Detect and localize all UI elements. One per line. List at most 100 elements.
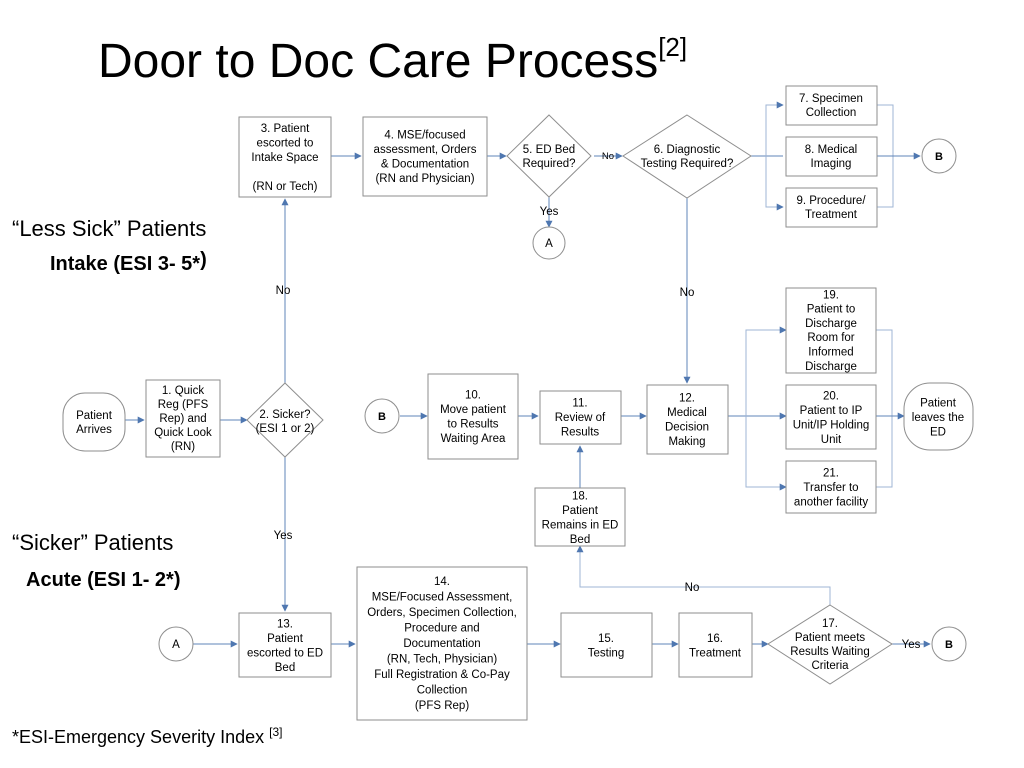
label-line: 16. <box>707 633 723 645</box>
label-line: Documentation <box>403 638 480 650</box>
decision-17-diamond <box>767 604 893 685</box>
label-line: Rep) and <box>159 413 206 425</box>
step-15-box <box>560 612 653 678</box>
label-line: Patient meets <box>795 632 866 644</box>
label-line: Making <box>668 436 705 448</box>
label-line: Testing <box>588 647 624 659</box>
label-line: 19. <box>823 289 839 301</box>
label-line: ED <box>930 427 946 439</box>
edge-label-no: No <box>276 285 291 297</box>
connector-b-label: B <box>378 411 386 423</box>
connector-a-circle <box>532 226 566 260</box>
connector-b-label: B <box>935 151 943 163</box>
label-line: Patient <box>76 410 113 422</box>
label-line: Informed <box>808 346 853 358</box>
edge-12-to-21 <box>745 416 787 491</box>
connector-a-label: A <box>545 238 553 250</box>
label-line: Arrives <box>76 424 112 436</box>
label-line: Procedure and <box>404 623 479 635</box>
label-line: MSE/Focused Assessment, <box>372 592 513 604</box>
label-line: 10. <box>465 389 481 401</box>
label-line: Patient <box>920 398 957 410</box>
label-line: (RN and Physician) <box>375 173 474 185</box>
flow-edges <box>115 101 931 648</box>
label-line: Patient to <box>807 304 856 316</box>
label-line: 2. Sicker? <box>259 409 310 421</box>
n15-label: 15.Testing <box>588 633 624 660</box>
edge-6-to-9 <box>765 156 784 211</box>
step-19-box <box>785 287 877 374</box>
footnote-citation: [3] <box>269 725 283 739</box>
label-line: Full Registration & Co-Pay <box>374 669 510 681</box>
edge-17-to-18 <box>576 545 831 605</box>
label-line: Move patient <box>440 404 507 416</box>
step-13-box <box>238 612 332 678</box>
label-line: 12. <box>679 392 695 404</box>
label-line: 20. <box>823 390 839 402</box>
label-line: Patient <box>562 505 599 517</box>
label-line: 6. Diagnostic <box>654 144 721 156</box>
label-line: 7. Specimen <box>799 93 863 105</box>
label-line: 8. Medical <box>805 144 857 156</box>
edge-label-no: No <box>602 151 614 162</box>
label-line: 5. ED Bed <box>523 144 575 156</box>
connector-a-label: A <box>172 639 180 651</box>
acute-label: Acute (ESI 1- 2*) <box>26 569 181 591</box>
decision-5-diamond <box>506 114 592 198</box>
step-8-box <box>785 136 878 177</box>
n16-label: 16. Treatment <box>689 633 742 660</box>
label-line: Discharge <box>805 361 857 373</box>
label-line: (RN, Tech, Physician) <box>387 654 498 666</box>
label-line: 13. <box>277 618 293 630</box>
label-line: Patient to IP <box>800 405 863 417</box>
label-line: Transfer to <box>803 482 858 494</box>
edge-label-no: No <box>680 287 695 299</box>
sicker-heading: “Sicker” Patients <box>12 530 174 555</box>
label-line: Quick Look <box>154 427 212 439</box>
patient-arrives-terminal <box>62 392 126 452</box>
label-line: Results Waiting <box>790 646 869 658</box>
step-3-box <box>238 116 332 198</box>
label-line: 9. Procedure/ <box>796 195 866 207</box>
label-line: Discharge <box>805 318 857 330</box>
label-line: Decision <box>665 421 709 433</box>
edge-label-yes: Yes <box>902 639 921 651</box>
step-18-box <box>534 487 626 547</box>
label-line: Room for <box>807 332 854 344</box>
step-9-box <box>785 187 878 228</box>
n9-label: 9. Procedure/Treatment <box>796 195 866 221</box>
n14-label: 14.MSE/Focused Assessment,Orders, Specim… <box>367 576 517 712</box>
step-14-box <box>356 566 528 721</box>
label-line: Review of <box>555 412 606 424</box>
flow-nodes <box>62 85 974 721</box>
less-sick-heading: “Less Sick” Patients <box>12 216 207 241</box>
label-line: Orders, Specimen Collection, <box>367 607 517 619</box>
connector-b-circle <box>921 138 957 174</box>
label-line: escorted to ED <box>247 647 323 659</box>
label-line: 1. Quick <box>162 385 204 397</box>
step-16-box <box>678 612 753 678</box>
label-line: Criteria <box>811 660 849 672</box>
n2-label: 2. Sicker?(ESI 1 or 2) <box>256 409 315 435</box>
label-line <box>283 167 286 179</box>
label-line: leaves the <box>912 412 964 424</box>
connector-b-circle <box>931 626 967 662</box>
connector-b-circle <box>364 398 400 434</box>
label-line: Treatment <box>689 647 742 659</box>
step-20-box <box>785 384 877 450</box>
label-line: 4. MSE/focused <box>384 129 465 141</box>
page-title: Door to Doc Care Process[2] <box>98 32 688 88</box>
label-line: Treatment <box>805 209 858 221</box>
step-10-box <box>427 373 519 460</box>
